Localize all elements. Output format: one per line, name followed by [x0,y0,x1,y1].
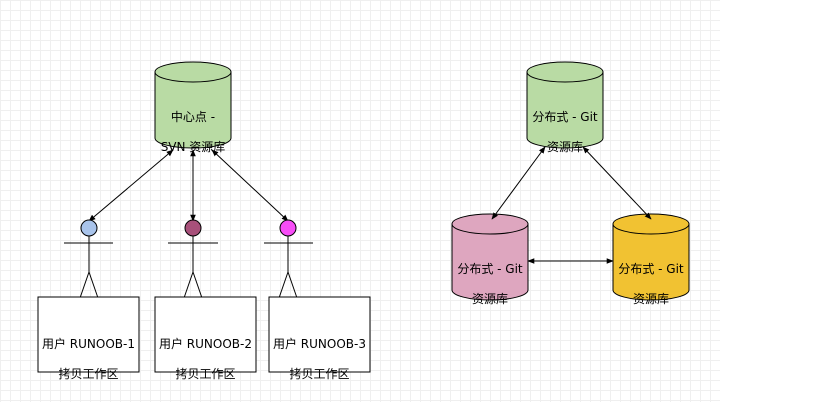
git-repo-left-body [451,223,529,301]
svn-central-repo-line2: SVN 资源库 [160,140,226,154]
user-1-head [80,219,98,237]
svn-central-repo-body [154,71,232,149]
git-repo-top-line1: 分布式 - Git [532,110,598,124]
user-1-workspace-box [37,296,140,373]
user-2-head [184,219,202,237]
user-2-figure [168,219,218,299]
user-2-name: 用户 RUNOOB-2 [158,337,252,351]
git-repo-left-cylinder [451,213,529,301]
user-3-workspace: 拷贝工作区 [289,367,350,381]
user-1-figure [64,219,113,299]
user-3-workspace-box [268,296,371,373]
git-repo-left-line1: 分布式 - Git [457,262,523,276]
svn-central-repo-cylinder [154,61,232,149]
svn-central-repo-line1: 中心点 - [170,110,216,124]
git-repo-left-top [451,213,529,235]
git-repo-top-top [526,61,604,83]
git-repo-right-label: 分布式 - Git 资源库 [606,247,696,322]
user-3-workspace-label: 用户 RUNOOB-3 拷贝工作区 [269,322,370,397]
git-repo-left-line2: 资源库 [471,292,508,306]
user-1-name: 用户 RUNOOB-1 [41,337,135,351]
arrow-git-top-to-right [582,146,652,220]
user-1-workspace: 拷贝工作区 [58,367,119,381]
git-repo-left-label: 分布式 - Git 资源库 [445,247,535,322]
git-repo-right-line1: 分布式 - Git [618,262,684,276]
svn-central-repo-top [154,61,232,83]
user-3-figure [264,219,313,299]
user-3-name: 用户 RUNOOB-3 [272,337,366,351]
git-repo-top-cylinder [526,61,604,149]
arrow-git-top-to-left [491,146,546,220]
user-2-workspace: 拷贝工作区 [175,367,236,381]
git-repo-top-label: 分布式 - Git 资源库 [520,95,610,170]
svn-central-repo-label: 中心点 - SVN 资源库 [148,95,238,170]
git-repo-right-body [612,223,690,301]
git-repo-top-body [526,71,604,149]
user-3-head [279,219,297,237]
user-2-workspace-label: 用户 RUNOOB-2 拷贝工作区 [155,322,256,397]
git-repo-right-line2: 资源库 [632,292,669,306]
arrow-central-to-user-3 [211,149,289,222]
git-repo-top-line2: 资源库 [546,140,583,154]
user-2-workspace-box [154,296,257,373]
arrow-central-to-user-1 [88,149,174,222]
user-1-workspace-label: 用户 RUNOOB-1 拷贝工作区 [38,322,139,397]
git-repo-right-top [612,213,690,235]
